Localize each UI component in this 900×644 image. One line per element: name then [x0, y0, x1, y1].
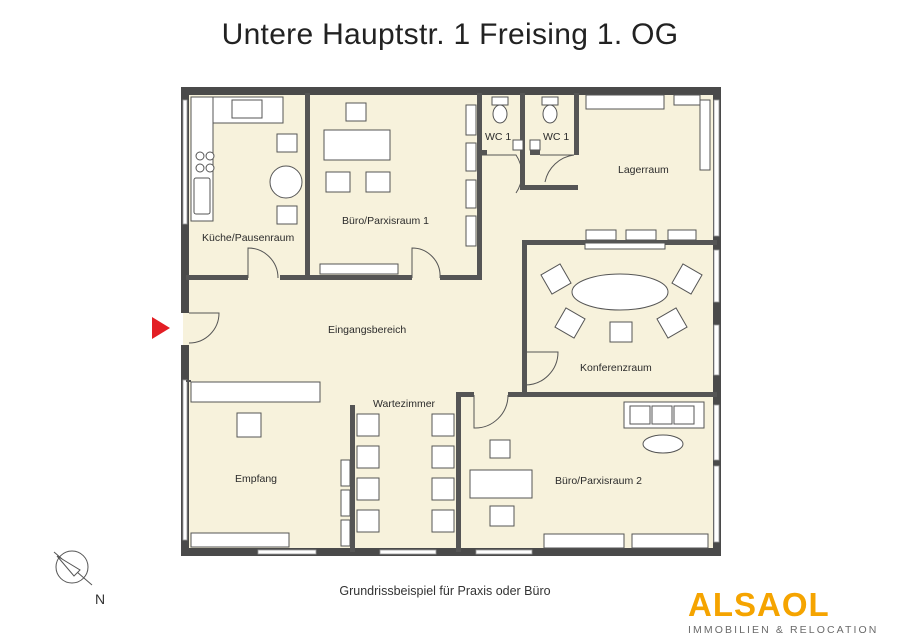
room-label-wc1: WC 1: [485, 131, 511, 143]
conference-furniture: [540, 263, 703, 343]
room-label-lagerraum: Lagerraum: [618, 164, 669, 176]
room-label-buero2: Büro/Parxisraum 2: [555, 475, 642, 487]
floor-area: [183, 90, 717, 552]
logo-wordmark: ALSAOL: [688, 586, 830, 623]
room-label-empfang: Empfang: [235, 473, 277, 485]
wc-furniture: [491, 96, 559, 151]
storage-furniture: [584, 94, 711, 250]
room-label-wartezimmer: Wartezimmer: [373, 398, 436, 410]
compass-icon: [53, 550, 93, 586]
company-logo: ALSAOL IMMOBILIEN & RELOCATION: [688, 588, 893, 636]
logo-subline: IMMOBILIEN & RELOCATION: [688, 624, 879, 636]
reception-furniture: [190, 381, 321, 548]
plan-caption: Grundrissbeispiel für Praxis oder Büro: [339, 584, 551, 598]
compass-north-label: N: [95, 591, 106, 607]
room-label-eingang: Eingangsbereich: [328, 324, 406, 336]
office1-furniture: [319, 102, 477, 275]
room-label-buero1: Büro/Parxisraum 1: [342, 215, 429, 227]
entrance-arrow-icon: [152, 317, 170, 339]
doors: [188, 154, 575, 429]
room-label-konferenz: Konferenzraum: [580, 362, 652, 374]
room-label-wc2: WC 1: [543, 131, 569, 143]
windows: [182, 99, 720, 555]
office2-furniture: [469, 401, 709, 549]
room-label-kueche: Küche/Pausenraum: [202, 232, 294, 244]
plan-title: Untere Hauptstr. 1 Freising 1. OG: [221, 18, 679, 51]
kitchen-furniture: [190, 96, 303, 225]
waiting-room-furniture: [340, 413, 455, 547]
